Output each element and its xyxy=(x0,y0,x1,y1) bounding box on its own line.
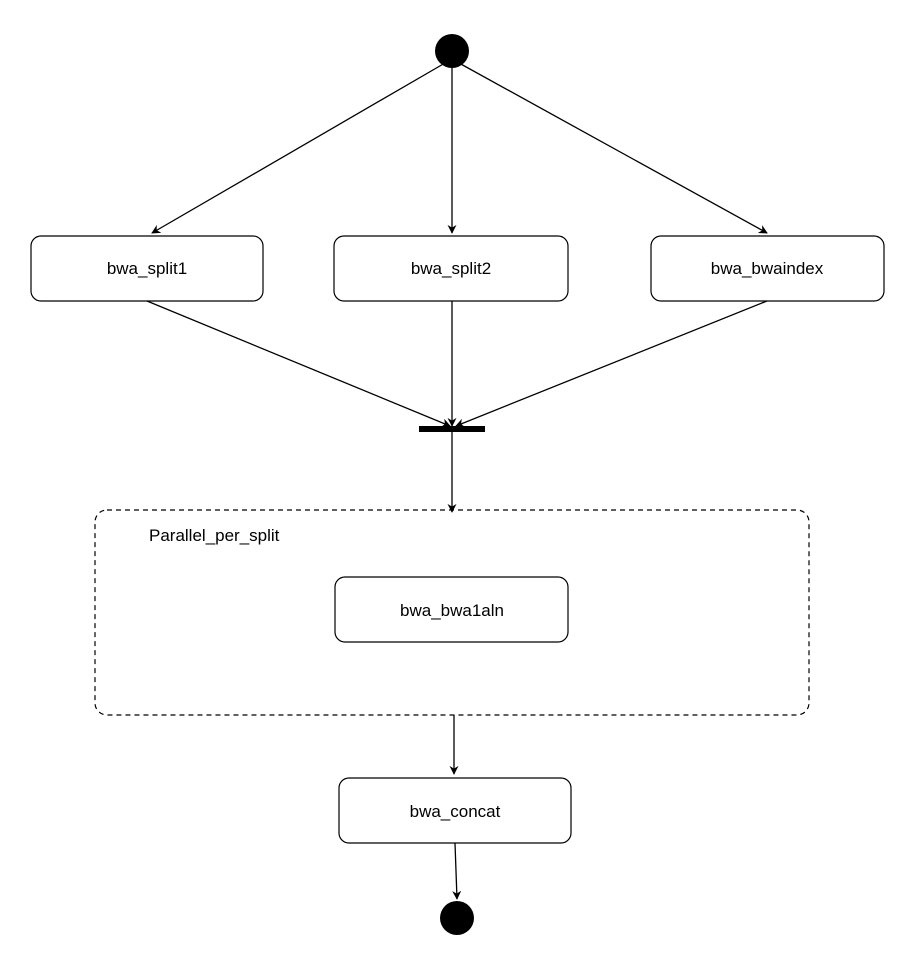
edge-split1-to-join xyxy=(146,300,451,428)
group-parallel-per-split[interactable]: Parallel_per_split xyxy=(94,509,810,716)
edge-concat-to-end xyxy=(452,842,462,900)
node-bwa-split2[interactable]: bwa_split2 xyxy=(333,235,569,302)
edge-bwaindex-to-join xyxy=(455,300,768,428)
join-bar xyxy=(419,426,485,432)
node-bwa-bwa1aln[interactable]: bwa_bwa1aln xyxy=(334,576,569,643)
node-bwa-split1[interactable]: bwa_split1 xyxy=(30,235,264,302)
node-label-split1: bwa_split1 xyxy=(107,259,187,278)
end-node xyxy=(440,901,474,935)
edge-start-to-split1 xyxy=(151,62,446,234)
node-label-split2: bwa_split2 xyxy=(411,259,491,278)
node-label-bwaindex: bwa_bwaindex xyxy=(711,259,824,278)
node-label-concat: bwa_concat xyxy=(410,802,501,821)
node-bwa-concat[interactable]: bwa_concat xyxy=(338,777,572,844)
group-label: Parallel_per_split xyxy=(149,526,280,545)
start-node xyxy=(435,34,469,68)
edge-start-to-bwaindex xyxy=(458,62,768,234)
node-bwa-bwaindex[interactable]: bwa_bwaindex xyxy=(650,235,885,302)
node-label-bwa1aln: bwa_bwa1aln xyxy=(400,601,504,620)
